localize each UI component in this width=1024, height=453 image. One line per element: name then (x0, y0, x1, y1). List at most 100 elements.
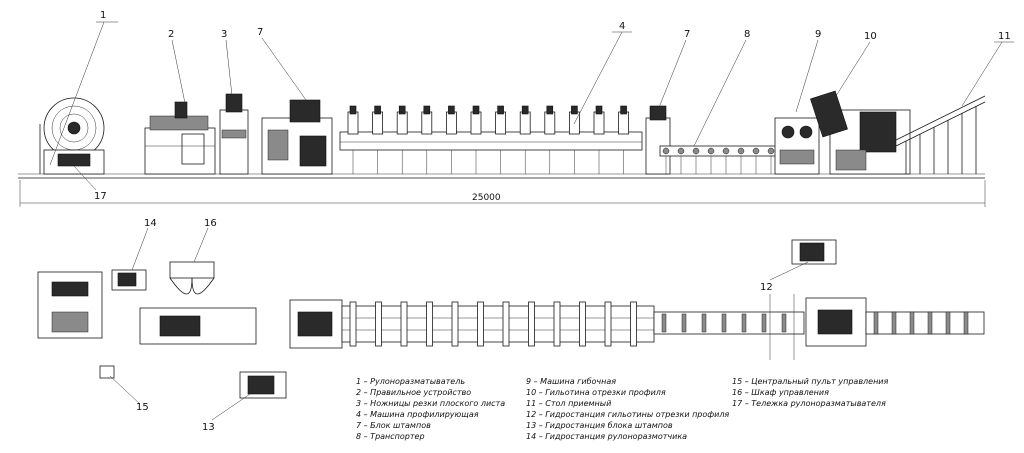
stand-plan (604, 301, 612, 347)
stand-top (571, 105, 578, 115)
hydraulic-unit-decoiler-plan (111, 269, 147, 291)
forming-stand (544, 111, 556, 135)
stand-plan (502, 301, 510, 347)
guillotine-side (810, 90, 911, 175)
conveyor-roller-plan (701, 313, 707, 333)
legend-item: 7 – Блок штампов (356, 421, 431, 430)
conveyor-roller (737, 147, 745, 155)
callout-label: 11 (998, 31, 1011, 42)
legend-item: 15 – Центральный пульт управления (732, 377, 889, 386)
stand-plan (477, 301, 484, 347)
conveyor-roller-plan (761, 313, 767, 333)
forming-stand (445, 111, 457, 135)
callout-label: 4 (619, 21, 625, 32)
conveyor-roller-plan (681, 313, 687, 333)
hydraulic-unit-guillotine-plan (791, 239, 837, 265)
legend-item: 13 – Гидростанция блока штампов (526, 421, 673, 430)
stand-top (546, 105, 554, 115)
table-slat-plan (873, 311, 879, 335)
roll-forming-machine-side (339, 105, 643, 174)
conveyor-roller-plan (781, 313, 787, 333)
stand-plan (349, 301, 357, 347)
callout-label: 3 (221, 29, 227, 40)
stamping-block-side-1 (261, 99, 333, 175)
legend-item: 17 – Тележка рулоноразматывателя (732, 399, 886, 408)
callout-label: 17 (94, 191, 107, 202)
stand-top (423, 105, 431, 115)
callout-label: 7 (257, 27, 263, 38)
legend-item: 3 – Ножницы резки плоского листа (356, 399, 505, 408)
stand-plan (426, 301, 433, 347)
stand-top (349, 105, 357, 115)
control-cabinet-plan (169, 261, 215, 295)
forming-stand (470, 111, 482, 135)
stand-top (374, 105, 381, 115)
stand-top (521, 105, 529, 115)
receiving-table-side (895, 95, 986, 174)
straightener-side (144, 101, 216, 175)
line-plan-strip (139, 294, 985, 360)
forming-stand (593, 111, 605, 135)
callout-label: 8 (744, 29, 750, 40)
stand-plan (451, 301, 459, 347)
conveyor-roller (752, 147, 760, 155)
side-elevation-view: 25000 (18, 90, 986, 207)
dimension-label: 25000 (472, 193, 501, 203)
conveyor-side (659, 145, 779, 174)
plan-view (37, 239, 985, 399)
table-slat-plan (891, 311, 897, 335)
forming-stand (495, 111, 507, 135)
forming-stand (519, 111, 531, 135)
table-slat-plan (963, 311, 969, 335)
callout-label: 13 (202, 422, 215, 433)
stand-plan (400, 301, 408, 347)
table-slat-plan (927, 311, 933, 335)
stand-plan (630, 301, 637, 347)
stand-plan (528, 301, 535, 347)
legend: 1 – Рулоноразматыватель 2 – Правильное у… (356, 377, 889, 441)
callout-label: 2 (168, 29, 174, 40)
conveyor-roller (662, 147, 670, 155)
callouts: 1 2 3 7 4 7 8 9 10 11 17 14 16 12 15 13 (49, 10, 1014, 433)
stamping-block-side-2 (645, 105, 671, 175)
legend-item: 4 – Машина профилирующая (356, 410, 479, 419)
stand-plan (375, 301, 382, 347)
stand-top (595, 105, 603, 115)
callout-label: 9 (815, 29, 821, 40)
decoiler-side (39, 97, 105, 175)
stand-top (472, 105, 480, 115)
conveyor-roller-plan (741, 313, 747, 333)
callout-label: 14 (144, 218, 157, 229)
central-control-panel-plan (99, 365, 115, 379)
legend-item: 1 – Рулоноразматыватель (356, 377, 465, 386)
legend-item: 9 – Машина гибочная (526, 377, 616, 386)
overall-dimension: 25000 (19, 180, 986, 207)
legend-item: 10 – Гильотина отрезки профиля (526, 388, 666, 397)
bending-machine-side (774, 117, 820, 175)
stand-top (497, 105, 504, 115)
forming-stand (396, 111, 408, 135)
callout-label: 15 (136, 402, 149, 413)
conveyor-roller-plan (721, 313, 727, 333)
legend-item: 8 – Транспортер (356, 432, 425, 441)
legend-item: 2 – Правильное устройство (356, 388, 471, 397)
conveyor-roller (677, 147, 685, 155)
flat-sheet-shear-side (219, 93, 249, 175)
hydraulic-unit-stamping-plan (239, 371, 287, 399)
conveyor-roller-plan (661, 313, 667, 333)
legend-item: 16 – Шкаф управления (732, 388, 829, 397)
forming-stand (618, 111, 629, 135)
conveyor-roller (722, 147, 730, 155)
callout-label: 12 (760, 282, 773, 293)
conveyor-roller (692, 147, 700, 155)
table-slat-plan (909, 311, 915, 335)
table-slat-plan (945, 311, 951, 335)
callout-label: 1 (100, 10, 106, 21)
callout-label: 16 (204, 218, 217, 229)
stand-top (448, 105, 455, 115)
legend-item: 12 – Гидростанция гильотины отрезки проф… (526, 410, 729, 419)
forming-stand (347, 111, 359, 135)
conveyor-roller (707, 147, 715, 155)
conveyor-roller (767, 147, 775, 155)
stand-top (620, 105, 627, 115)
